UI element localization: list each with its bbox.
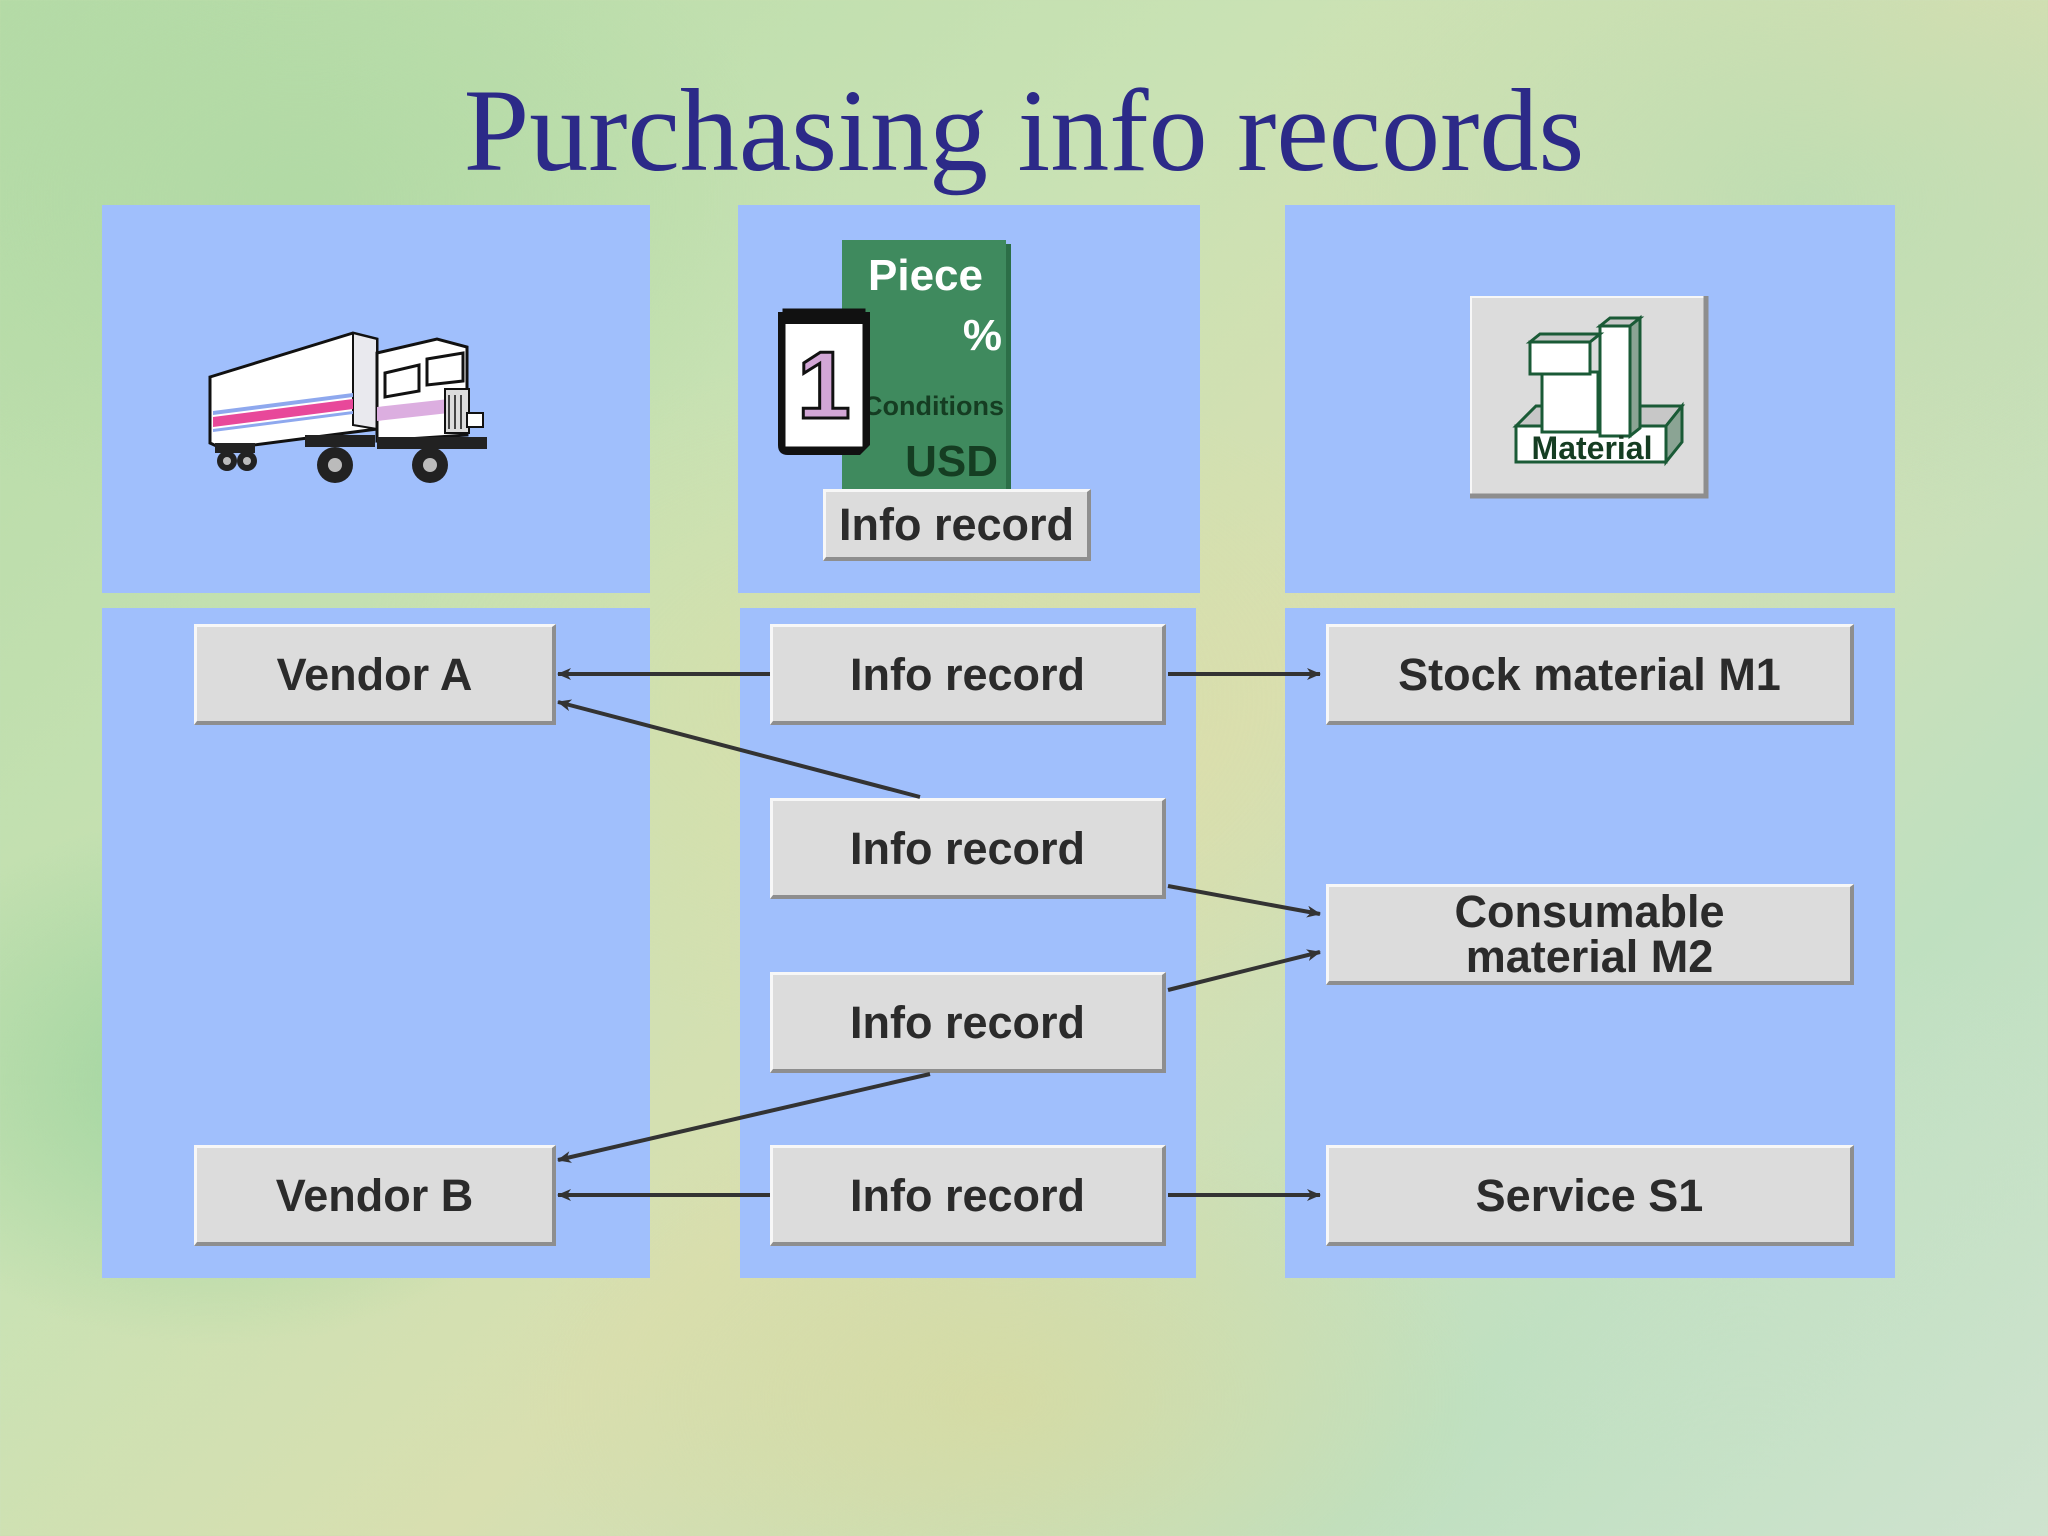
service-box[interactable]: Service S1 (1326, 1145, 1854, 1246)
consumable-material-label-line2: material M2 (1465, 931, 1714, 982)
truck-icon (208, 331, 487, 483)
consumable-material-label-line1: Consumable (1454, 886, 1725, 937)
page-title: Purchasing info records (463, 65, 1585, 196)
material-blocks-icon: Material (1470, 296, 1709, 499)
stock-material-box[interactable]: Stock material M1 (1326, 624, 1854, 725)
info-record-box-3[interactable]: Info record (770, 972, 1166, 1073)
info-record-label: Info record (849, 648, 1086, 700)
info-record-label: Info record (849, 996, 1086, 1048)
vendor-a-box[interactable]: Vendor A (194, 624, 556, 725)
condition-document-icon: Piece % Conditions USD 1 (778, 240, 1011, 494)
stock-material-label: Stock material M1 (1398, 648, 1781, 700)
info-record-box-4[interactable]: Info record (770, 1145, 1166, 1246)
info-record-label: Info record (849, 822, 1086, 874)
info-record-header-label: Info record (823, 489, 1091, 561)
vendor-a-label: Vendor A (276, 648, 473, 700)
info-record-box-2[interactable]: Info record (770, 798, 1166, 899)
service-label: Service S1 (1475, 1169, 1704, 1221)
vendor-b-box[interactable]: Vendor B (194, 1145, 556, 1246)
info-record-box-1[interactable]: Info record (770, 624, 1166, 725)
doc-unit-label: Piece (868, 251, 983, 300)
calendar-digit: 1 (797, 332, 850, 439)
doc-conditions-label: Conditions (863, 391, 1004, 421)
doc-percent-label: % (963, 311, 1002, 360)
info-record-label: Info record (849, 1169, 1086, 1221)
calendar-icon: 1 (778, 308, 870, 455)
doc-currency-label: USD (905, 437, 998, 486)
consumable-material-box[interactable]: Consumable material M2 (1326, 884, 1854, 985)
vendor-b-label: Vendor B (275, 1169, 474, 1221)
material-icon-label: Material (1532, 430, 1653, 466)
